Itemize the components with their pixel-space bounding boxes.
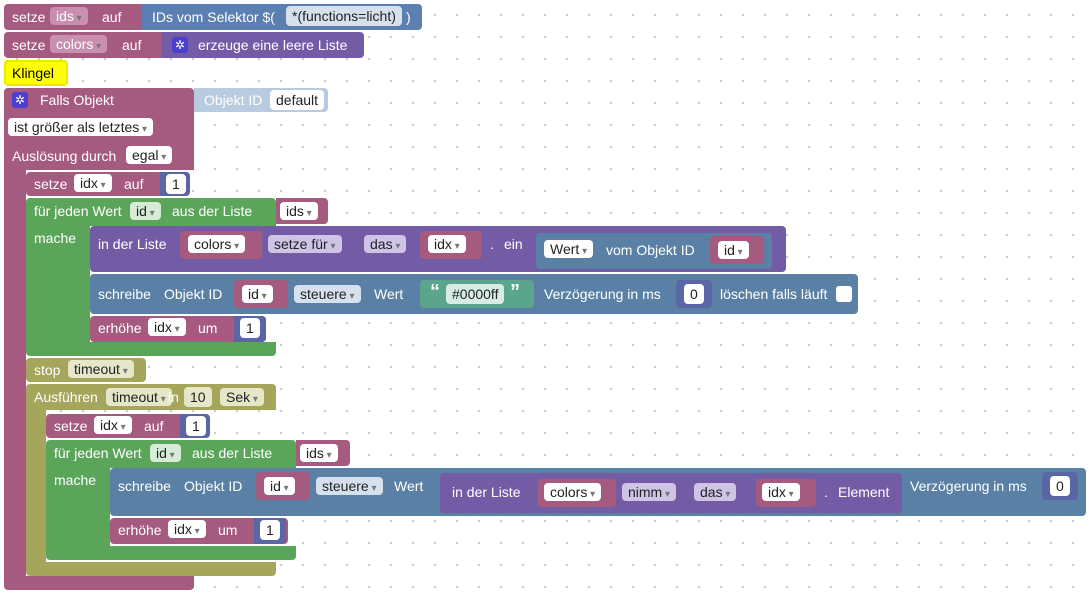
selector-close: ) <box>406 9 411 25</box>
colors-dropdown[interactable]: colors <box>544 483 602 501</box>
comment-label: Klingel <box>12 65 55 81</box>
schreibe-label: schreibe <box>98 286 151 302</box>
empty-list-label: erzeuge eine leere Liste <box>198 37 348 53</box>
number-input[interactable]: 1 <box>186 416 206 436</box>
where-dropdown[interactable]: das <box>694 483 737 501</box>
in-label: in <box>168 389 179 405</box>
aus-label: aus der Liste <box>172 203 253 219</box>
aus-label: aus der Liste <box>192 445 273 461</box>
vom-objekt-label: vom Objekt ID <box>606 242 695 258</box>
mode-dropdown[interactable]: setze für <box>268 235 342 253</box>
idx-dropdown[interactable]: idx <box>428 235 466 253</box>
um-label: um <box>198 320 218 336</box>
loop-var-dropdown[interactable]: id <box>130 202 161 220</box>
timeout-dropdown[interactable]: timeout <box>68 360 134 378</box>
id-dropdown[interactable]: id <box>718 241 749 259</box>
var-dropdown-ids[interactable]: ids <box>50 7 88 25</box>
auf-label: auf <box>122 37 142 53</box>
setze-label: setze <box>12 9 46 25</box>
dot-label: . <box>824 484 828 500</box>
steuere-dropdown[interactable]: steuere <box>316 477 383 495</box>
comment-block[interactable] <box>4 60 68 86</box>
gear-icon[interactable]: ✲ <box>172 37 188 53</box>
erhoehe-label: erhöhe <box>118 522 162 538</box>
nimm-dropdown[interactable]: nimm <box>622 483 677 501</box>
loop-var-dropdown[interactable]: id <box>150 444 181 462</box>
number-input[interactable]: 1 <box>260 520 280 540</box>
setze-label: setze <box>12 37 46 53</box>
var-dropdown-idx[interactable]: idx <box>74 174 112 192</box>
auf-label: auf <box>144 418 164 434</box>
idx-dropdown[interactable]: idx <box>762 483 800 501</box>
schreibe-label: schreibe <box>118 478 171 494</box>
quote-open: “ <box>430 281 440 303</box>
delay-input[interactable]: 0 <box>684 284 704 304</box>
id-dropdown[interactable]: id <box>264 477 295 495</box>
foreach-bottom <box>26 342 276 356</box>
number-input[interactable]: 1 <box>240 318 260 338</box>
clear-checkbox[interactable] <box>836 286 852 302</box>
list-var-dropdown[interactable]: ids <box>300 444 338 462</box>
falls-objekt-label: Falls Objekt <box>40 92 114 108</box>
steuere-dropdown[interactable]: steuere <box>294 285 361 303</box>
setze-label: setze <box>54 418 88 434</box>
timer-value-input[interactable]: 10 <box>184 387 212 407</box>
foreach-arm <box>46 466 110 548</box>
condition-dropdown[interactable]: ist größer als letztes <box>8 118 154 136</box>
var-dropdown-colors[interactable]: colors <box>50 35 108 53</box>
list-var-dropdown[interactable]: ids <box>280 202 318 220</box>
foreach-arm <box>26 224 90 344</box>
erhoehe-label: erhöhe <box>98 320 142 336</box>
inlist-label: in der Liste <box>452 484 521 500</box>
delay-input[interactable]: 0 <box>1050 476 1070 496</box>
element-label: Element <box>838 484 890 500</box>
colors-dropdown[interactable]: colors <box>188 235 246 253</box>
setze-label: setze <box>34 176 68 192</box>
wert-dropdown[interactable]: Wert <box>544 240 594 258</box>
objekt-id-label: Objekt ID <box>184 478 243 494</box>
trigger-block-bottom <box>4 576 194 590</box>
objekt-id-input[interactable]: default <box>270 90 325 110</box>
objekt-id-label: Objekt ID <box>204 92 263 108</box>
timer-bottom <box>26 562 276 576</box>
idx-dropdown[interactable]: idx <box>148 318 186 336</box>
inlist-label: in der Liste <box>98 236 167 252</box>
delay-label: Verzögerung in ms <box>910 478 1027 494</box>
timeout-dropdown[interactable]: timeout <box>106 388 172 406</box>
mache-label: mache <box>34 230 77 246</box>
um-label: um <box>218 522 238 538</box>
number-input[interactable]: 1 <box>166 174 186 194</box>
empty-list-block[interactable] <box>162 32 364 58</box>
wert-label: Wert <box>374 286 404 302</box>
selector-label: IDs vom Selektor $( <box>152 9 275 25</box>
idx-dropdown[interactable]: idx <box>168 520 206 538</box>
ausfuehren-label: Ausführen <box>34 389 98 405</box>
string-input[interactable]: #0000ff <box>446 284 505 304</box>
var-dropdown-idx[interactable]: idx <box>94 416 132 434</box>
delay-label: Verzögerung in ms <box>544 286 661 302</box>
dot-label: . <box>490 236 494 252</box>
trigger-block-arm <box>4 168 26 580</box>
clear-label: löschen falls läuft <box>720 286 828 302</box>
mache-label: mache <box>54 472 97 488</box>
auf-label: auf <box>102 9 122 25</box>
unit-dropdown[interactable]: Sek <box>220 388 264 406</box>
foreach-bottom <box>46 546 296 560</box>
ausloesung-dropdown[interactable]: egal <box>126 146 173 164</box>
gear-icon[interactable]: ✲ <box>12 92 28 108</box>
stop-label: stop <box>34 362 61 378</box>
quote-close: ” <box>510 281 520 303</box>
wert-label: Wert <box>394 478 424 494</box>
where-dropdown[interactable]: das <box>364 235 407 253</box>
foreach-label: für jeden Wert <box>54 445 142 461</box>
timer-arm <box>26 408 46 568</box>
auf-label: auf <box>124 176 144 192</box>
selector-input[interactable]: *(functions=licht) <box>286 6 402 26</box>
ausloesung-label: Auslösung durch <box>12 148 117 164</box>
foreach-label: für jeden Wert <box>34 203 122 219</box>
objekt-id-label: Objekt ID <box>164 286 223 302</box>
ein-label: ein <box>504 236 523 252</box>
id-dropdown[interactable]: id <box>242 285 273 303</box>
